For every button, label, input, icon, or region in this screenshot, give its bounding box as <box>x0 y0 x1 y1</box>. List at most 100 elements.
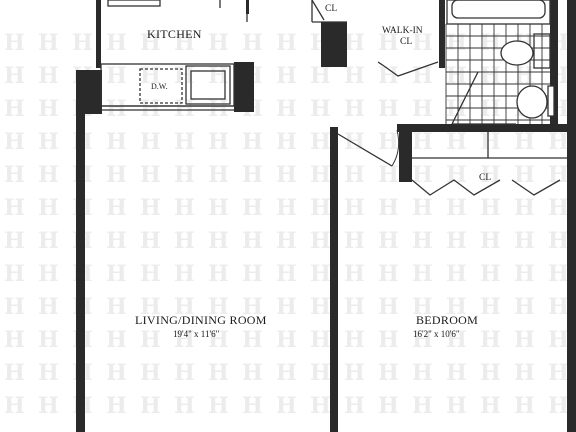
wall-left <box>76 70 85 432</box>
watermark-glyph: H <box>38 294 59 320</box>
watermark-glyph: H <box>412 327 433 353</box>
watermark-glyph: H <box>344 96 365 122</box>
watermark-glyph: H <box>446 327 467 353</box>
watermark-glyph: H <box>140 393 161 419</box>
watermark-glyph: H <box>310 96 331 122</box>
watermark-glyph: H <box>208 327 229 353</box>
watermark-glyph: H <box>38 327 59 353</box>
watermark-glyph: H <box>174 162 195 188</box>
watermark-glyph: H <box>412 30 433 56</box>
watermark-glyph: H <box>276 129 297 155</box>
watermark-glyph: H <box>4 162 25 188</box>
watermark-glyph: H <box>310 162 331 188</box>
watermark-glyph: H <box>38 30 59 56</box>
watermark-glyph: H <box>412 195 433 221</box>
watermark-glyph: H <box>378 228 399 254</box>
watermark-glyph: H <box>344 261 365 287</box>
watermark-glyph: H <box>140 195 161 221</box>
watermark-glyph: H <box>446 228 467 254</box>
watermark-glyph: H <box>344 30 365 56</box>
watermark-glyph: H <box>4 129 25 155</box>
watermark-glyph: H <box>4 393 25 419</box>
watermark-glyph: H <box>480 96 501 122</box>
watermark-glyph: H <box>480 228 501 254</box>
watermark-glyph: H <box>378 327 399 353</box>
watermark-glyph: H <box>208 162 229 188</box>
watermark-glyph: H <box>446 129 467 155</box>
watermark-glyph: H <box>446 261 467 287</box>
watermark-glyph: H <box>38 393 59 419</box>
watermark-glyph: H <box>446 195 467 221</box>
bedroom-label: BEDROOM <box>416 313 478 327</box>
bedroom-door-swing <box>337 133 393 167</box>
watermark-glyph: H <box>174 195 195 221</box>
wall-walkin-right <box>439 0 445 68</box>
door-swings <box>246 14 400 167</box>
living-room-dims: 19'4" x 11'6" <box>173 329 220 339</box>
watermark-glyph: H <box>548 162 569 188</box>
watermark-glyph: H <box>310 327 331 353</box>
watermark-glyph: H <box>480 195 501 221</box>
wall-left-upper <box>76 70 102 114</box>
closet-bifold-doors <box>411 179 561 196</box>
watermark-glyph: H <box>310 63 331 89</box>
watermark-glyph: H <box>208 63 229 89</box>
watermark-glyph: H <box>174 294 195 320</box>
watermark-glyph: H <box>4 261 25 287</box>
watermark-glyph: H <box>106 129 127 155</box>
watermark-glyph: H <box>548 195 569 221</box>
watermark-glyph: H <box>344 129 365 155</box>
watermark-glyph: H <box>344 360 365 386</box>
watermark-glyph: H <box>38 63 59 89</box>
watermark-glyph: H <box>140 30 161 56</box>
labels: KITCHEN D.W. CL WALK-IN CL CL LIVING/DIN… <box>135 4 491 339</box>
watermark-glyph: H <box>480 327 501 353</box>
watermark-glyph: H <box>242 327 263 353</box>
watermark-glyph: H <box>208 30 229 56</box>
watermark-glyph: H <box>310 393 331 419</box>
dishwasher-outline <box>139 68 183 104</box>
toilet-tank <box>547 85 555 117</box>
watermark-glyph: H <box>310 129 331 155</box>
watermark-glyph: H <box>378 294 399 320</box>
watermark-glyph: H <box>106 261 127 287</box>
watermark-glyph: H <box>548 393 569 419</box>
bedroom-closet-label: CL <box>479 173 491 183</box>
stove <box>185 65 231 105</box>
bedroom-closet <box>411 132 567 196</box>
dishwasher-label: D.W. <box>151 82 168 91</box>
kitchen-label: KITCHEN <box>147 27 202 41</box>
watermark-glyph: H <box>208 360 229 386</box>
watermark-glyph: H <box>344 393 365 419</box>
bathroom <box>445 0 555 125</box>
watermark-glyph: H <box>174 360 195 386</box>
watermark-glyph: H <box>208 96 229 122</box>
watermark-glyph: H <box>446 393 467 419</box>
kitchen-top-counter <box>107 0 161 7</box>
watermark-glyph: H <box>38 162 59 188</box>
watermark-glyph: H <box>174 228 195 254</box>
watermark-glyph: H <box>412 129 433 155</box>
watermark-glyph: H <box>4 294 25 320</box>
watermark-glyph: H <box>548 294 569 320</box>
watermark-glyph: H <box>140 261 161 287</box>
watermark-glyph: H <box>140 129 161 155</box>
watermark-glyph: H <box>4 96 25 122</box>
watermark-glyph: H <box>242 261 263 287</box>
watermark-glyph: H <box>480 30 501 56</box>
wall-bath-right <box>550 0 558 127</box>
watermark-glyph: H <box>412 96 433 122</box>
watermark-glyph: H <box>106 30 127 56</box>
watermark-glyph: H <box>480 261 501 287</box>
watermark-glyph: H <box>4 30 25 56</box>
watermark-glyph: H <box>140 228 161 254</box>
watermark-glyph: H <box>106 63 127 89</box>
watermark-glyph: H <box>446 294 467 320</box>
watermark-glyph: H <box>242 129 263 155</box>
watermark-glyph: H <box>378 63 399 89</box>
watermark-glyph: H <box>514 327 535 353</box>
watermark-glyph: H <box>446 63 467 89</box>
watermark-glyph: H <box>276 96 297 122</box>
watermark-glyph: H <box>242 195 263 221</box>
